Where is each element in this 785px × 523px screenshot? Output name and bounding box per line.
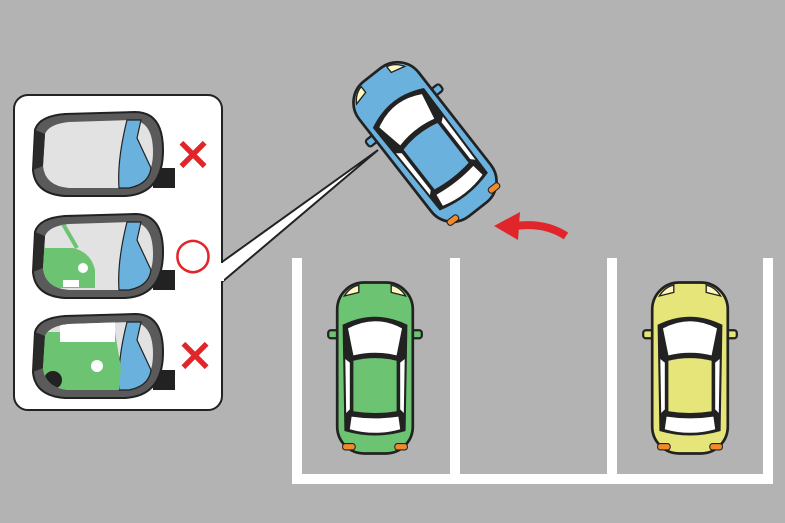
mirror-view-2 — [32, 213, 176, 299]
parked-car-left-icon — [326, 281, 424, 455]
parked-car-right-icon — [641, 281, 739, 455]
cross-mark-icon: × — [173, 126, 213, 180]
mirror-icon — [32, 111, 176, 197]
mirror-view-1 — [32, 111, 176, 197]
cross-mark-icon: × — [175, 327, 215, 381]
parking-lines — [292, 258, 773, 484]
mirror-view-3 — [32, 313, 176, 399]
own-car-icon — [334, 44, 516, 240]
circle-mark-icon: ○ — [173, 228, 213, 279]
reverse-arrow-icon — [494, 212, 569, 240]
